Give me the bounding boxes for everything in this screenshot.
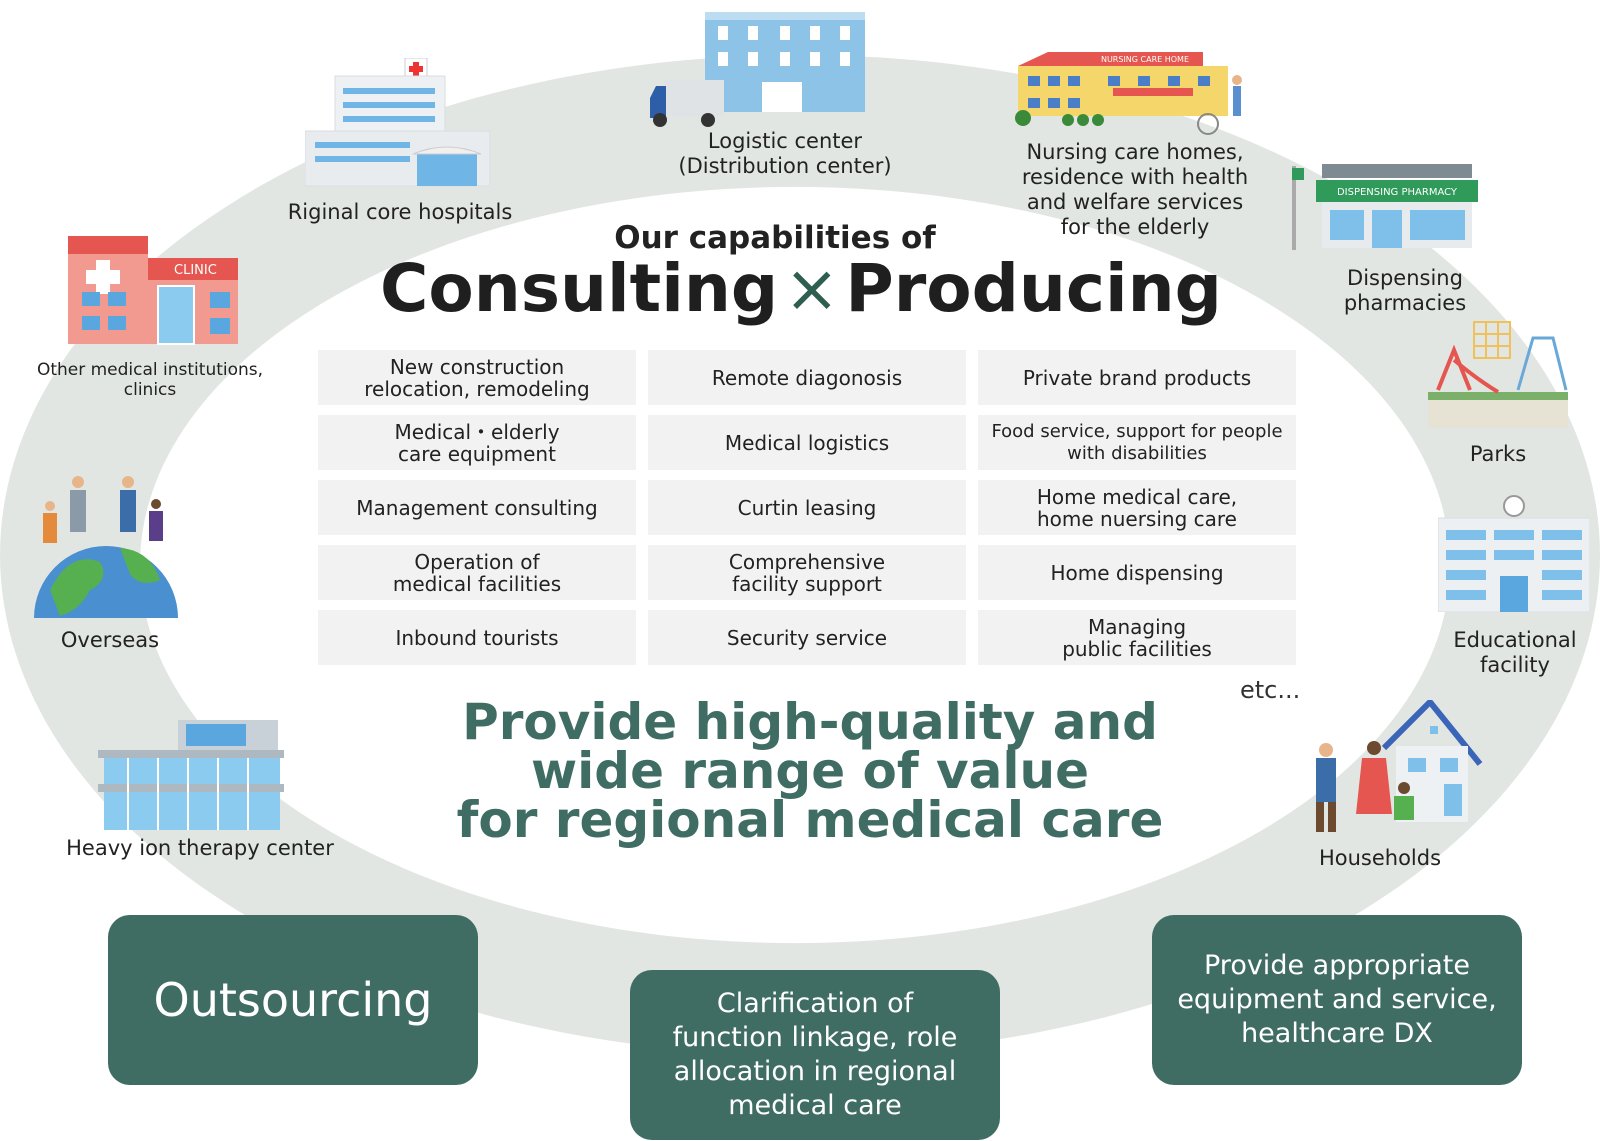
capability-cell: Medical logistics (648, 415, 966, 470)
house-family-icon (1304, 700, 1494, 840)
capability-line: Medical logistics (724, 430, 890, 455)
capability-cell: Inbound tourists (318, 610, 636, 665)
times-icon: × (784, 250, 840, 327)
capability-cell: Security service (648, 610, 966, 665)
capability-line: Home medical care, (1036, 484, 1238, 509)
school-icon (1438, 494, 1590, 612)
capability-line: Management consulting (356, 495, 598, 520)
pharmacy-sign-text: DISPENSING PHARMACY (1337, 187, 1458, 198)
title-producing: Producing (845, 250, 1222, 327)
nursing-care-label: Nursing care homes,residence with health… (1021, 140, 1249, 239)
heavy-ion-label: Heavy ion therapy center (66, 836, 334, 860)
capability-cell: Home dispensing (978, 545, 1296, 600)
capability-line: relocation, remodeling (364, 376, 590, 401)
park-icon (1428, 320, 1568, 430)
nursing-home-icon: NURSING CARE HOME (1008, 48, 1253, 136)
capability-line: Curtin leasing (737, 495, 877, 520)
capability-line: Medical・elderly (394, 419, 560, 444)
capability-line: home nuersing care (1037, 506, 1237, 531)
households-label: Households (1318, 846, 1442, 870)
capability-line: New construction (389, 354, 565, 379)
logistic-building-icon (650, 8, 872, 128)
capability-line: care equipment (398, 441, 556, 466)
capability-cell: Curtin leasing (648, 480, 966, 535)
clinic-sign-text: CLINIC (174, 263, 217, 278)
capability-cell: Private brand products (978, 350, 1296, 405)
parks-label: Parks (1469, 442, 1527, 466)
capability-line: Home dispensing (1050, 560, 1224, 585)
capability-line: Security service (726, 625, 888, 650)
capability-line: with disabilities (1067, 442, 1207, 464)
globe-icon (30, 470, 182, 618)
capability-cell: Remote diagonosis (648, 350, 966, 405)
hospital-icon (305, 58, 495, 188)
capability-line: Private brand products (1022, 365, 1252, 390)
logistic-center-label: Logistic center(Distribution center) (678, 129, 892, 178)
capability-line: Comprehensive (728, 549, 886, 574)
title-consulting: Consulting (380, 250, 779, 327)
capabilities-heading: Our capabilities of (614, 220, 936, 256)
capability-line: Managing (1087, 614, 1187, 639)
capability-line: medical facilities (392, 571, 562, 596)
pharmacy-icon: DISPENSING PHARMACY (1292, 164, 1482, 252)
outsourcing-box: Outsourcing (108, 915, 478, 1085)
capability-line: Food service, support for people (991, 420, 1283, 442)
capability-line: facility support (732, 571, 882, 596)
capability-line: public facilities (1062, 636, 1212, 661)
clinics-label: Other medical institutions,clinics (36, 360, 264, 400)
capability-line: Remote diagonosis (711, 365, 903, 390)
capabilities-title: Consulting×Producing (380, 250, 1222, 327)
capability-cell: Management consulting (318, 480, 636, 535)
hospitals-label: Riginal core hospitals (287, 200, 513, 224)
therapy-center-icon (98, 720, 284, 832)
nursing-sign-text: NURSING CARE HOME (1101, 55, 1189, 64)
capability-line: Inbound tourists (395, 625, 559, 650)
etc-label: etc... (1240, 676, 1301, 704)
overseas-label: Overseas (60, 628, 160, 652)
capability-cell: Home medical care,home nuersing care (978, 480, 1296, 535)
clinic-icon: CLINIC (66, 236, 244, 348)
capability-line: Operation of (414, 549, 540, 574)
